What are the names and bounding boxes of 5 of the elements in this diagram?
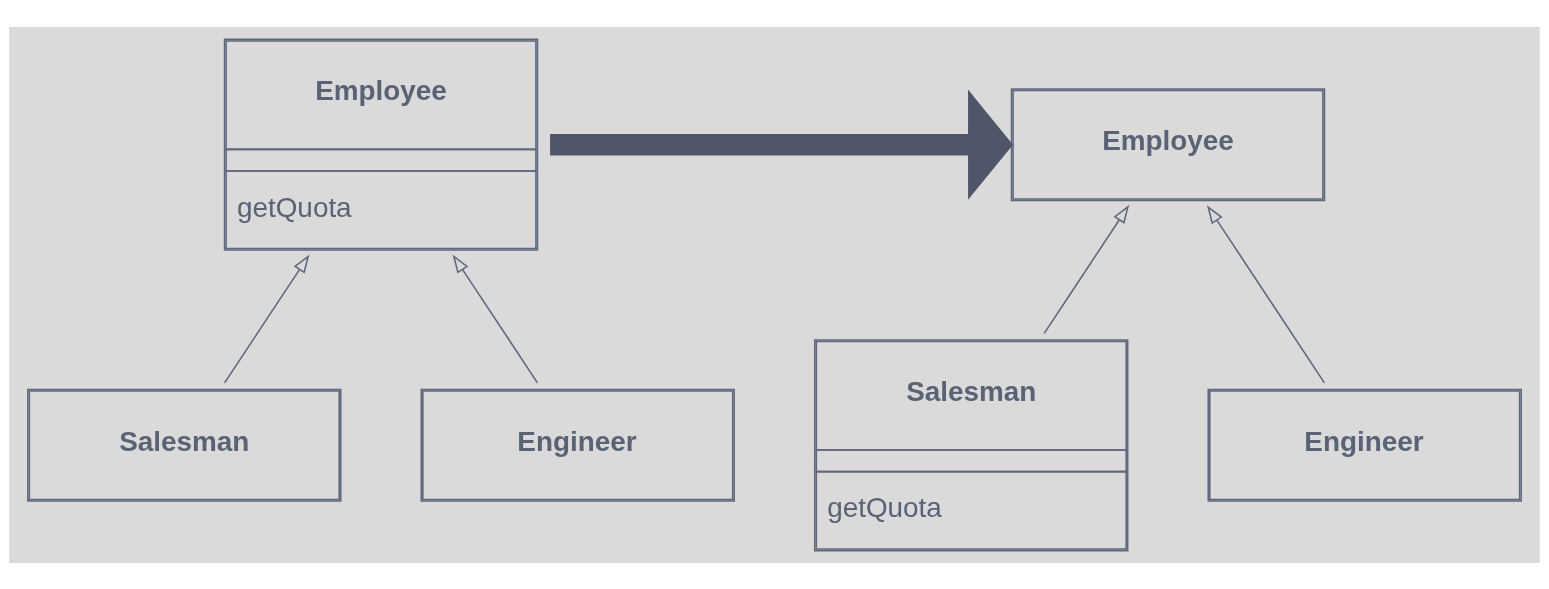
arrow	[1043, 204, 1130, 334]
arrow	[1206, 204, 1326, 384]
arrow	[550, 89, 1014, 200]
arrow	[452, 253, 539, 384]
arrow	[223, 253, 310, 384]
